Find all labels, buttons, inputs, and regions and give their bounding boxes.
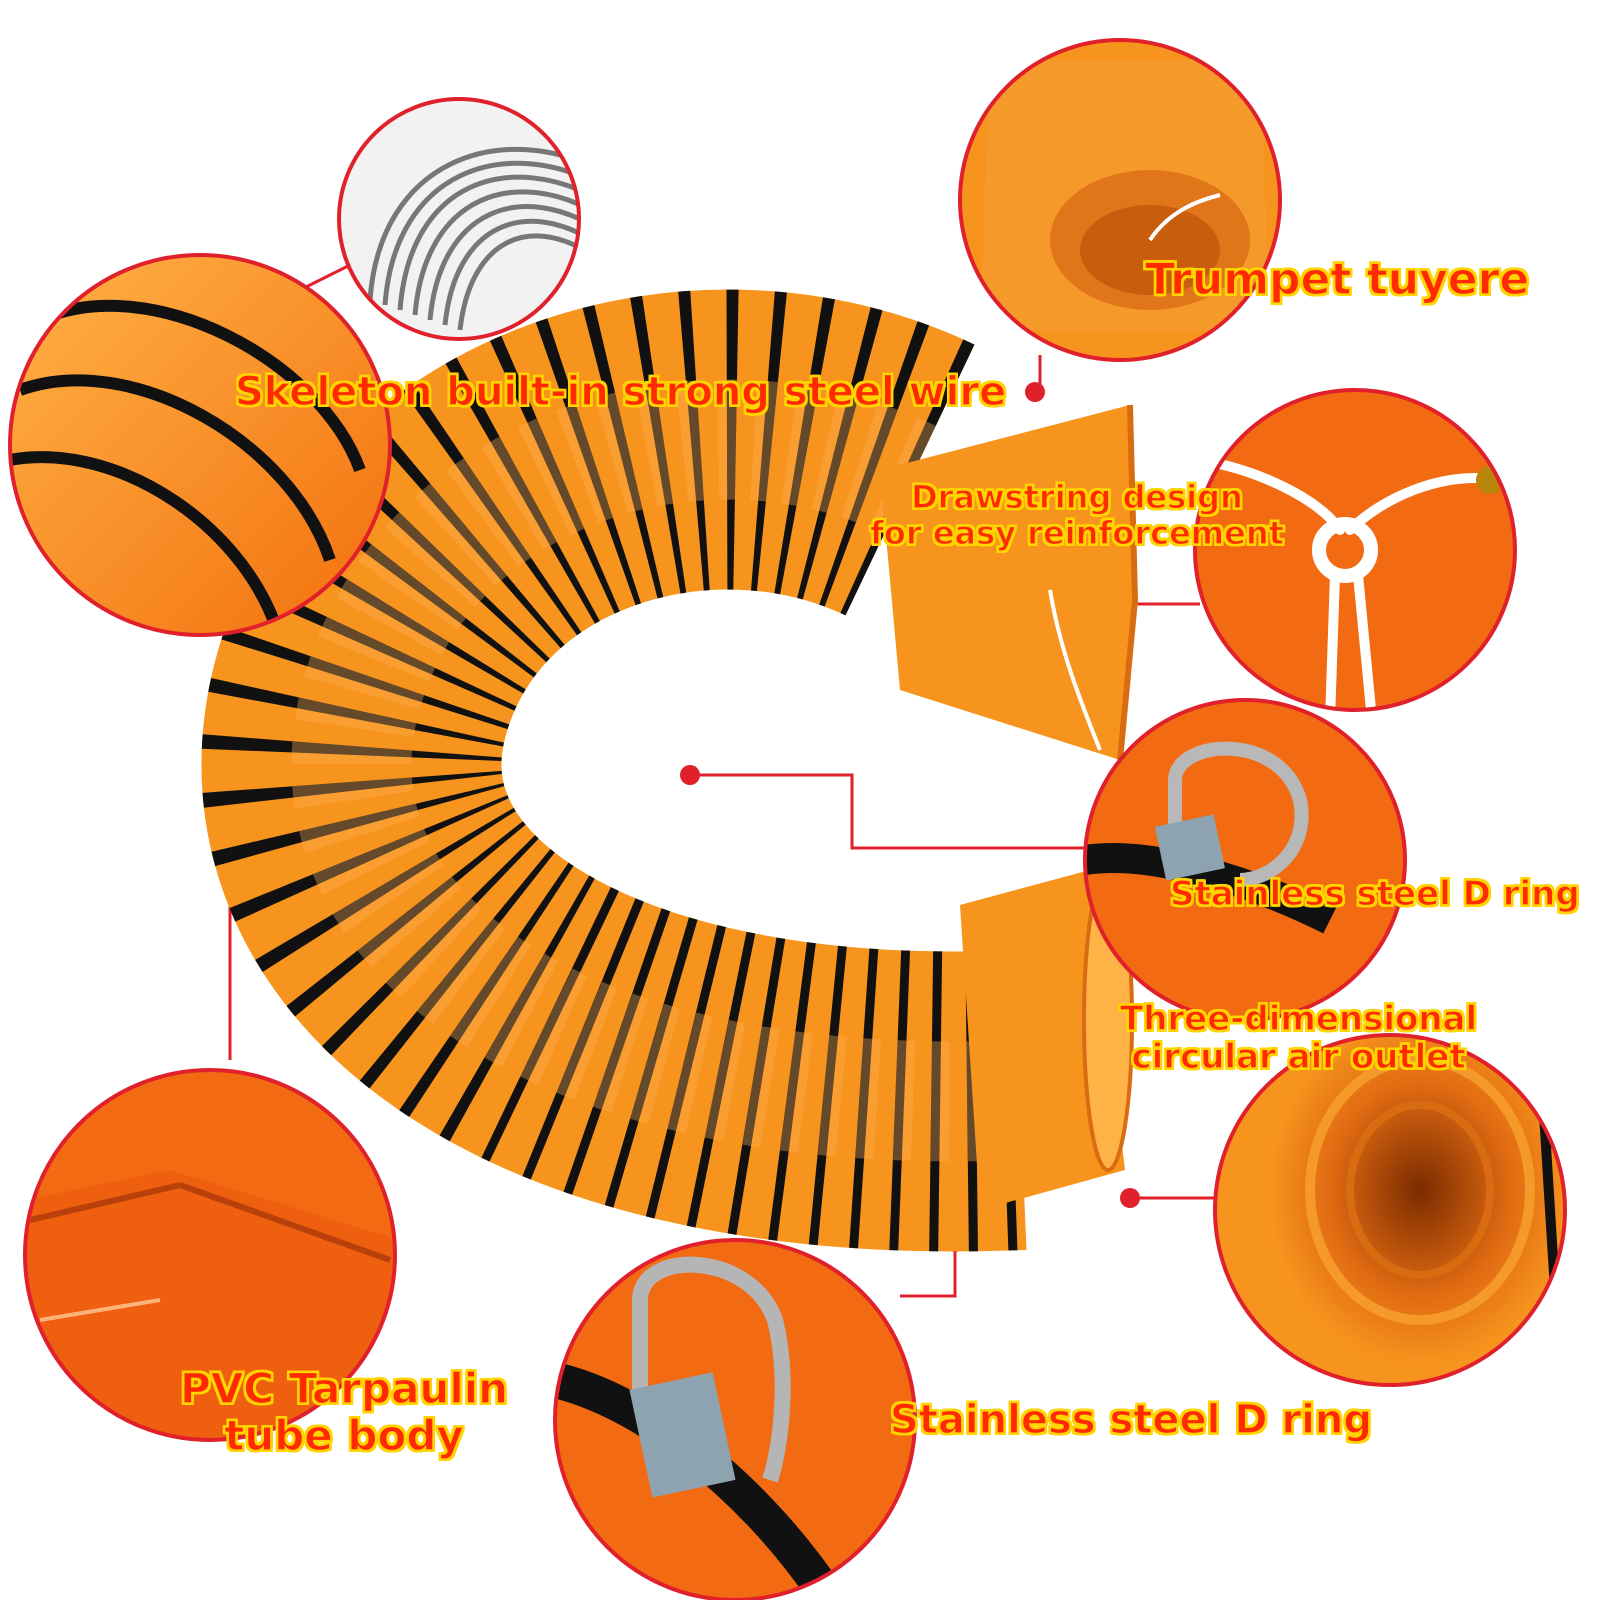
label-pvc-line2: tube body bbox=[224, 1411, 465, 1461]
pvc-tarpaulin-detail bbox=[23, 1068, 397, 1442]
label-d-ring-right: Stainless steel D ring bbox=[1169, 874, 1580, 914]
flexible-duct-hose bbox=[201, 289, 1139, 1252]
label-trumpet-tuyere: Trumpet tuyere bbox=[1144, 254, 1530, 305]
label-drawstring-line2: for easy reinforcement bbox=[869, 513, 1284, 552]
label-drawstring-line1: Drawstring design bbox=[910, 478, 1243, 516]
wire-cross-section-detail bbox=[8, 253, 392, 637]
label-pvc-line1: PVC Tarpaulin bbox=[179, 1364, 509, 1413]
label-d-ring-bottom: Stainless steel D ring bbox=[889, 1397, 1372, 1443]
label-steel-wire: Skeleton built-in strong steel wire bbox=[234, 369, 1007, 415]
trumpet-tuyere-detail bbox=[958, 38, 1282, 362]
label-drawstring: Drawstring design for easy reinforcement bbox=[869, 478, 1284, 552]
label-d-ring-right-text: Stainless steel D ring bbox=[1169, 874, 1580, 914]
d-ring-bottom-detail bbox=[553, 1238, 917, 1600]
label-d-ring-bottom-text: Stainless steel D ring bbox=[889, 1397, 1372, 1443]
drawstring-detail bbox=[1193, 388, 1517, 712]
label-air-outlet-line1: Three-dimensional bbox=[1119, 999, 1478, 1039]
label-pvc-tarpaulin: PVC Tarpaulin tube body bbox=[179, 1364, 509, 1461]
label-air-outlet-line2: circular air outlet bbox=[1131, 1037, 1466, 1078]
label-trumpet-tuyere-text: Trumpet tuyere bbox=[1144, 254, 1530, 305]
label-steel-wire-text: Skeleton built-in strong steel wire bbox=[234, 369, 1007, 415]
steel-wire-detail bbox=[337, 97, 581, 341]
label-air-outlet: Three-dimensional circular air outlet bbox=[1119, 999, 1478, 1078]
air-outlet-detail bbox=[1213, 1033, 1567, 1387]
d-ring-right-detail bbox=[1083, 698, 1407, 1022]
